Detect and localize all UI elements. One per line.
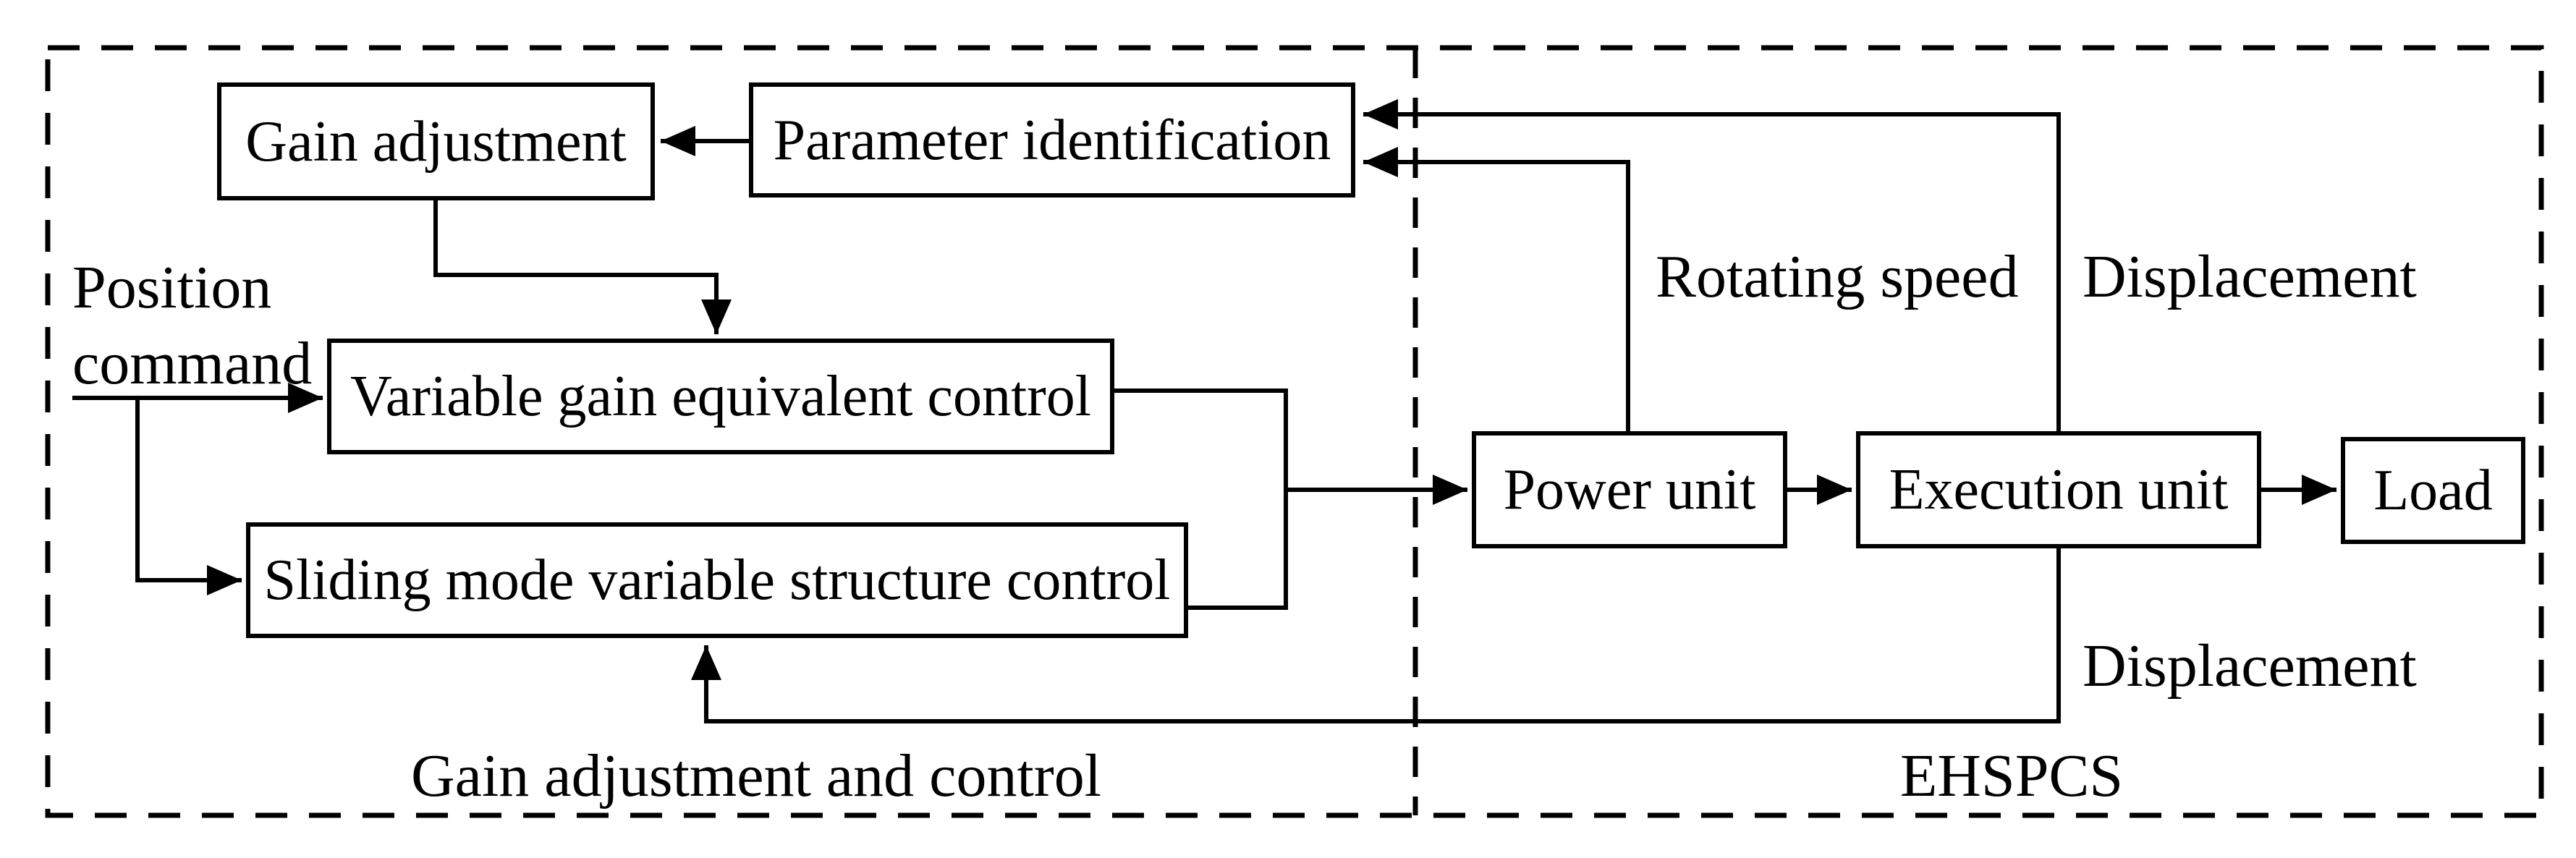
- block-gain-adjustment: Gain adjustment: [217, 82, 655, 200]
- edge-displacement-feedback-top: [1363, 99, 2061, 431]
- outer-dashed-border: [45, 45, 2544, 818]
- edge-controller-output-bus: [1114, 388, 1288, 610]
- block-variable-gain-equivalent-control: Variable gain equivalent control: [327, 339, 1114, 454]
- caption-gain-adjustment-and-control: Gain adjustment and control: [411, 742, 1102, 810]
- label-position-command: Position command: [72, 254, 313, 397]
- label-displacement-top: Displacement: [2083, 243, 2417, 310]
- label-rotating-speed: Rotating speed: [1656, 243, 2019, 310]
- edge-rotating-speed-feedback: [1363, 147, 1630, 431]
- label-displacement-bottom: Displacement: [2083, 632, 2417, 700]
- block-sliding-mode-variable-structure-control: Sliding mode variable structure control: [246, 522, 1188, 638]
- edge-gain-to-vargain: [433, 200, 732, 334]
- block-execution-unit: Execution unit: [1856, 431, 2261, 548]
- edge-poscmd-to-sliding: [135, 398, 242, 595]
- block-load: Load: [2341, 437, 2525, 544]
- edge-displacement-feedback-bottom: [691, 548, 2061, 723]
- block-parameter-identification: Parameter identification: [749, 82, 1355, 197]
- block-power-unit: Power unit: [1472, 431, 1787, 548]
- caption-ehspcs: EHSPCS: [1900, 742, 2124, 810]
